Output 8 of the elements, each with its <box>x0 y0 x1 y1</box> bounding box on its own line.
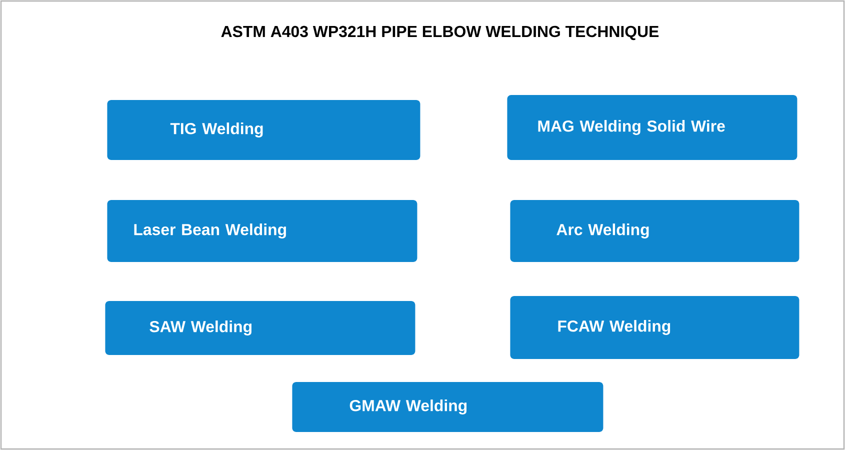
welding-box: Arc Welding <box>510 200 800 262</box>
welding-box: Laser Bean Welding <box>107 200 418 262</box>
title: ASTM A403 WP321H PIPE ELBOW WELDING TECHNIQUE <box>221 26 659 40</box>
welding-box: SAW Welding <box>105 301 416 355</box>
welding-box: TIG Welding <box>107 100 420 160</box>
welding-box: FCAW Welding <box>510 296 800 359</box>
welding-box: MAG Welding Solid Wire <box>507 95 798 160</box>
welding-box: GMAW Welding <box>292 382 604 432</box>
